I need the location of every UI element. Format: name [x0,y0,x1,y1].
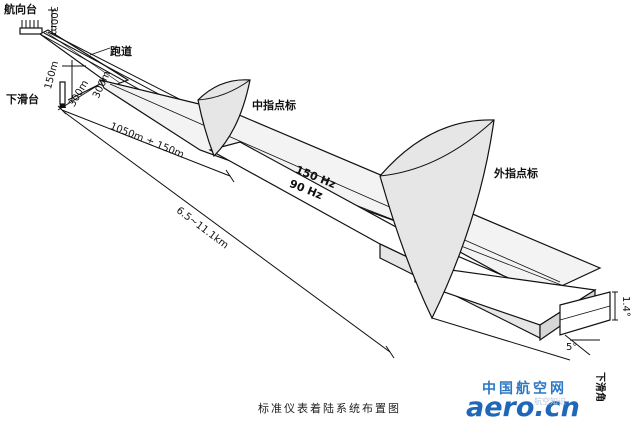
watermark-line1: 中国航空网 [482,381,567,397]
glide-angle-label: 下滑角 [594,372,605,402]
ground-line [431,317,571,361]
angle-1-4-label: 1.4° [620,296,631,317]
beam-end-boxes [414,264,618,356]
localizer-label: 航向台 [4,3,37,16]
distance-dimensions [57,105,395,359]
outer-marker-label: 外指点标 [494,167,538,180]
glide-slope-dimensions [57,60,101,111]
glide-path-beam [98,79,602,301]
angle-5-label: 5° [566,342,578,353]
middle-marker-label: 中指点标 [252,99,296,112]
runway-label: 跑道 [110,45,132,58]
middle-marker-cone [197,79,251,158]
watermark-sub: 航空知识 [534,397,566,406]
watermark-line2: aero.cn [466,392,580,423]
outer-marker-cone [379,119,495,320]
figure-caption: 标准仪表着陆系统布置图 [258,402,401,415]
glide-slope-antenna-icon [59,81,66,108]
localizer-antenna-icon [19,20,43,35]
glide-slope-label: 下滑台 [6,93,39,106]
dim-300m-top-label: 300m [48,6,59,35]
